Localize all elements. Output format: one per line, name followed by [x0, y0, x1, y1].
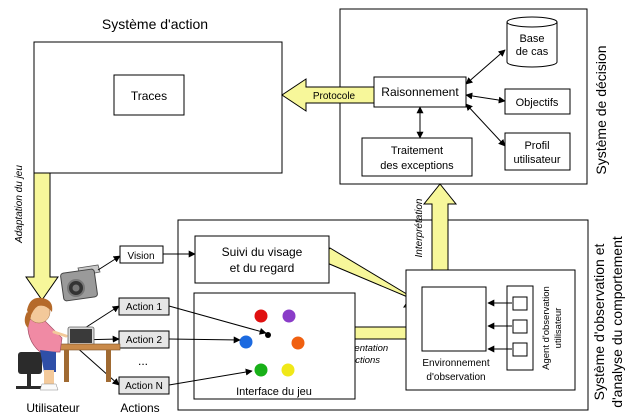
observation-system-title-line1: Système d'observation et [591, 244, 607, 401]
base-de-cas-node [506, 16, 558, 68]
traces-node [113, 74, 185, 116]
base-de-cas-label-line1: Base [519, 33, 544, 45]
interpretation-label: Interprétation [414, 198, 425, 257]
adaptation-label: Adaptation du jeu [14, 165, 25, 244]
agent-label-line2: utilisateur [553, 308, 564, 349]
objectifs-label: Objectifs [516, 97, 559, 109]
decision-system-title: Système de décision [593, 45, 609, 174]
action1-label: Action 1 [126, 302, 163, 313]
protocole-label: Protocole [313, 91, 356, 102]
env-label-line2: d'observation [426, 372, 485, 383]
action2-game-arrow [168, 336, 241, 344]
raisonnement-objectifs-arrow [465, 92, 506, 104]
action1-game-arrow [168, 305, 267, 335]
game-dot-red [254, 309, 268, 323]
game-dot-blue [239, 335, 253, 349]
suivi-node [194, 235, 330, 284]
env-label-line1: Environnement [422, 358, 489, 369]
representation-label-line1: Représentation [324, 343, 388, 354]
profil-label-line2: utilisateur [513, 154, 560, 166]
agent-slot-3 [512, 342, 528, 357]
suivi-label-line2: et du regard [230, 261, 295, 275]
base-de-cas-label-line2: de cas [516, 46, 549, 58]
traitement-label-line2: des exceptions [380, 160, 454, 172]
actionN-label: Action N [125, 381, 163, 392]
traitement-node [361, 137, 473, 177]
action-system-title: Système d'action [102, 16, 208, 32]
webcam-icon [60, 255, 121, 302]
raisonnement-label: Raisonnement [381, 85, 459, 99]
game-dot-purple [282, 309, 296, 323]
user-actionN-line [73, 344, 120, 386]
agent-label-line1: Agent d'observation [541, 286, 552, 370]
user-at-desk-icon [16, 297, 121, 391]
actions-caption: Actions [120, 401, 159, 415]
ellipsis-label: ... [138, 354, 148, 368]
agent-slot-1 [512, 296, 528, 311]
env-inner-box [421, 286, 487, 352]
game-dot-yellow [281, 363, 295, 377]
profil-node [504, 132, 571, 171]
traitement-label-line1: Traitement [391, 145, 443, 157]
actionN-node [118, 376, 170, 395]
interpretation-fat-arrow [422, 183, 458, 271]
game-dot-green [254, 363, 268, 377]
raisonnement-node [373, 76, 467, 108]
traces-label: Traces [131, 89, 167, 103]
objectifs-node [504, 88, 571, 115]
representation-label-line2: des actions [332, 355, 380, 366]
game-dot-orange [291, 336, 305, 350]
action2-label: Action 2 [126, 335, 163, 346]
raisonnement-profil-arrow [465, 103, 506, 147]
agent-slot-2 [512, 319, 528, 334]
vision-label: Vision [127, 251, 154, 262]
utilisateur-caption: Utilisateur [26, 401, 79, 415]
observation-system-title-line2: d'analyse du comportement [609, 236, 625, 408]
adaptation-fat-arrow [25, 172, 59, 301]
interface-label: Interface du jeu [236, 386, 312, 398]
actionN-game-arrow [168, 368, 253, 386]
interface-node [193, 292, 356, 400]
raisonnement-base-arrow [465, 49, 506, 85]
protocole-fat-arrow [281, 78, 375, 112]
profil-label-line1: Profil [524, 140, 549, 152]
suivi-label-line1: Suivi du visage [222, 245, 303, 259]
